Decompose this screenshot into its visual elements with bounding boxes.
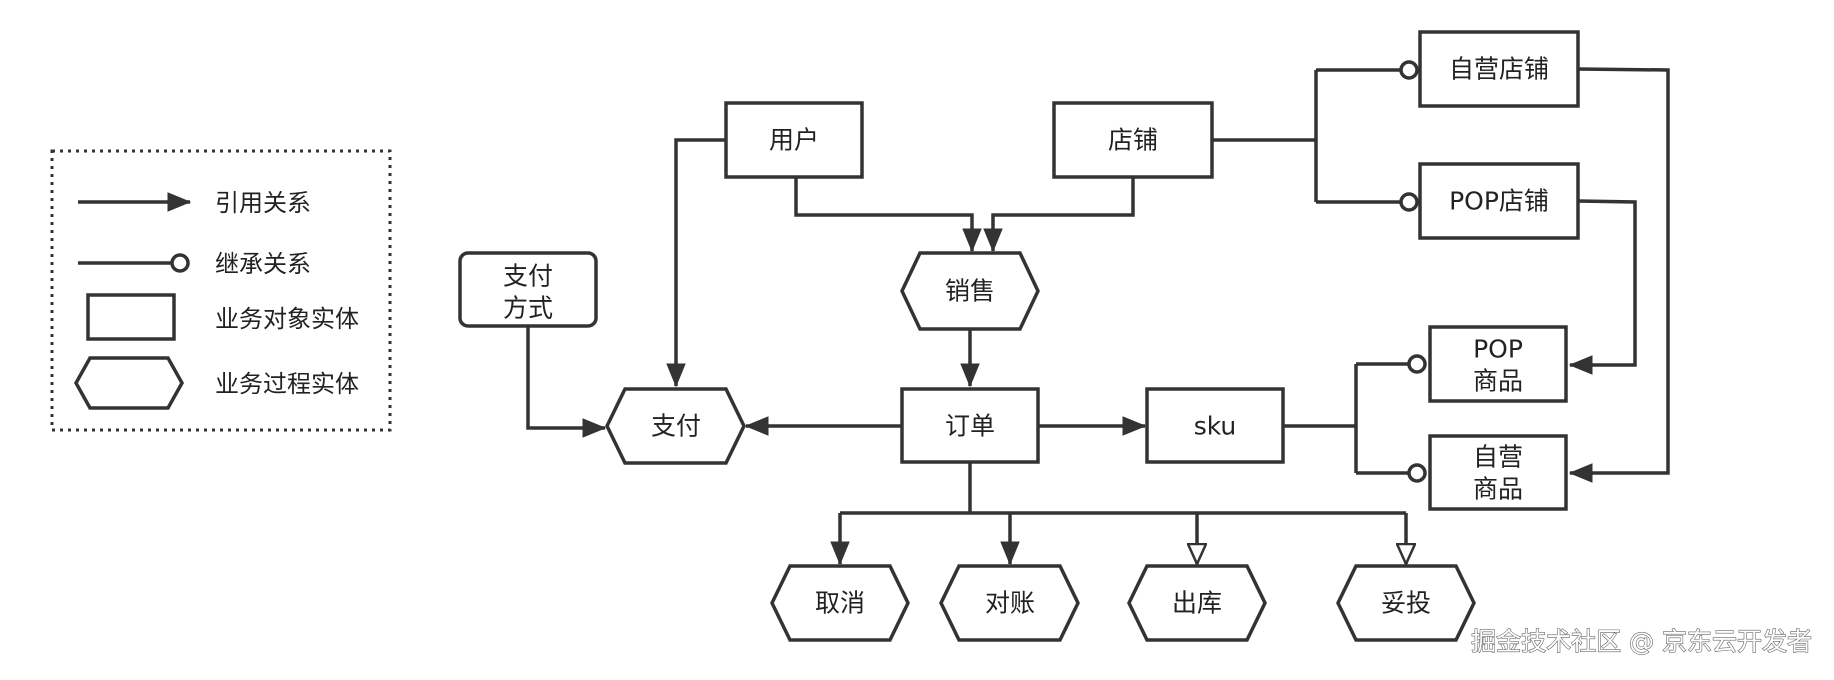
- node-pay-method-label-line2: 方式: [503, 294, 553, 323]
- legend-border: [50, 149, 392, 432]
- legend-hexagon-symbol: [73, 356, 185, 410]
- node-pay-label: 支付: [651, 412, 701, 441]
- inherit-circle-self-goods: [1407, 463, 1427, 483]
- node-order: 订单: [900, 387, 1040, 464]
- node-self-goods-label-line2: 商品: [1473, 475, 1523, 504]
- legend-rect-symbol: [86, 293, 176, 341]
- node-pop-goods-label-line2: 商品: [1473, 367, 1523, 396]
- node-store-label: 店铺: [1108, 126, 1158, 155]
- inherit-circle-pop-goods: [1407, 354, 1427, 374]
- node-sku: sku: [1145, 387, 1285, 464]
- legend-label-reference: 引用关系: [215, 189, 311, 217]
- node-order-label: 订单: [945, 412, 995, 441]
- node-pop-store-label: POP店铺: [1449, 187, 1549, 216]
- edges: [526, 60, 1670, 564]
- node-pay: 支付: [605, 387, 746, 465]
- node-delivery-label: 妥投: [1381, 589, 1431, 618]
- node-reconcile: 对账: [939, 564, 1080, 642]
- node-sales: 销售: [900, 251, 1040, 331]
- legend: 引用关系 继承关系 业务对象实体 业务过程实体: [50, 149, 392, 432]
- legend-label-inherit: 继承关系: [215, 250, 311, 278]
- edge-pop-store-to-pop-goods: [1570, 199, 1637, 365]
- inherit-circle-pop-store: [1399, 192, 1419, 212]
- node-delivery: 妥投: [1336, 564, 1476, 642]
- edge-store-to-sales: [993, 177, 1135, 251]
- node-cancel-label: 取消: [815, 589, 865, 618]
- node-outbound-label: 出库: [1172, 589, 1222, 618]
- node-self-goods-label-line1: 自营: [1473, 443, 1523, 472]
- node-pop-store: POP店铺: [1418, 162, 1580, 240]
- node-reconcile-label: 对账: [985, 589, 1035, 618]
- node-self-store-label: 自营店铺: [1449, 55, 1549, 84]
- inherit-circle-self-store: [1399, 60, 1419, 80]
- node-pop-goods: POP 商品: [1428, 325, 1568, 403]
- node-pop-goods-label-line1: POP: [1473, 335, 1523, 364]
- edge-user-to-pay: [676, 138, 726, 386]
- node-user: 用户: [724, 101, 864, 179]
- node-pay-method-label-line1: 支付: [503, 262, 553, 291]
- node-cancel: 取消: [770, 564, 910, 642]
- node-store: 店铺: [1052, 101, 1214, 179]
- node-sales-label: 销售: [945, 277, 995, 306]
- legend-inherit-circle-symbol: [170, 253, 190, 273]
- edge-self-store-to-self-goods: [1570, 67, 1670, 473]
- nodes: 用户 店铺 自营店铺 POP店铺 销售 支付 方式: [458, 30, 1580, 642]
- legend-label-business-process: 业务过程实体: [215, 370, 359, 398]
- legend-label-business-object: 业务对象实体: [215, 305, 359, 333]
- edge-user-to-sales: [794, 177, 972, 251]
- node-outbound: 出库: [1127, 564, 1267, 642]
- watermark: 掘金技术社区 @ 京东云开发者: [1471, 627, 1812, 656]
- edge-pay-method-to-pay: [526, 326, 605, 428]
- node-self-store: 自营店铺: [1418, 30, 1580, 108]
- node-sku-label: sku: [1194, 412, 1237, 441]
- node-self-goods: 自营 商品: [1428, 434, 1568, 511]
- node-user-label: 用户: [769, 126, 819, 155]
- node-pay-method: 支付 方式: [458, 251, 598, 328]
